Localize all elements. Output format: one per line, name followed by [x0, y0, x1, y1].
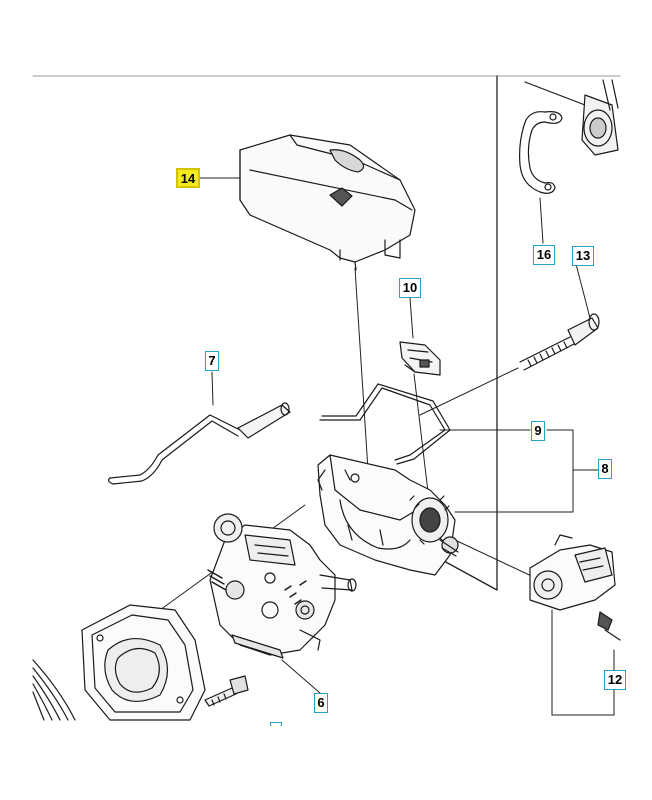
callout-8[interactable]: 8 [598, 459, 612, 479]
leader-lines [159, 177, 615, 716]
rod-drawing [107, 402, 291, 485]
clip-drawing [399, 341, 441, 376]
gasket-drawing [32, 604, 206, 721]
callout-7[interactable]: 7 [205, 351, 219, 371]
callout-10[interactable]: 10 [399, 278, 421, 298]
handle-part-drawing [524, 79, 619, 156]
screw-drawing [519, 313, 600, 371]
callout-partial-bottom [270, 722, 282, 726]
callout-14[interactable]: 14 [176, 168, 200, 188]
callout-9[interactable]: 9 [531, 421, 545, 441]
callout-16[interactable]: 16 [533, 245, 555, 265]
wire-bracket-drawing [319, 383, 451, 465]
carburetor-drawing [207, 513, 357, 659]
callout-6[interactable]: 6 [314, 693, 328, 713]
choke-drawing [529, 534, 621, 641]
holder-drawing [317, 454, 459, 576]
air-filter-cover-drawing [239, 134, 416, 271]
callout-13[interactable]: 13 [572, 246, 594, 266]
short-screw-drawing [204, 675, 249, 707]
callout-12[interactable]: 12 [604, 670, 626, 690]
spring-clip-drawing [519, 111, 563, 194]
